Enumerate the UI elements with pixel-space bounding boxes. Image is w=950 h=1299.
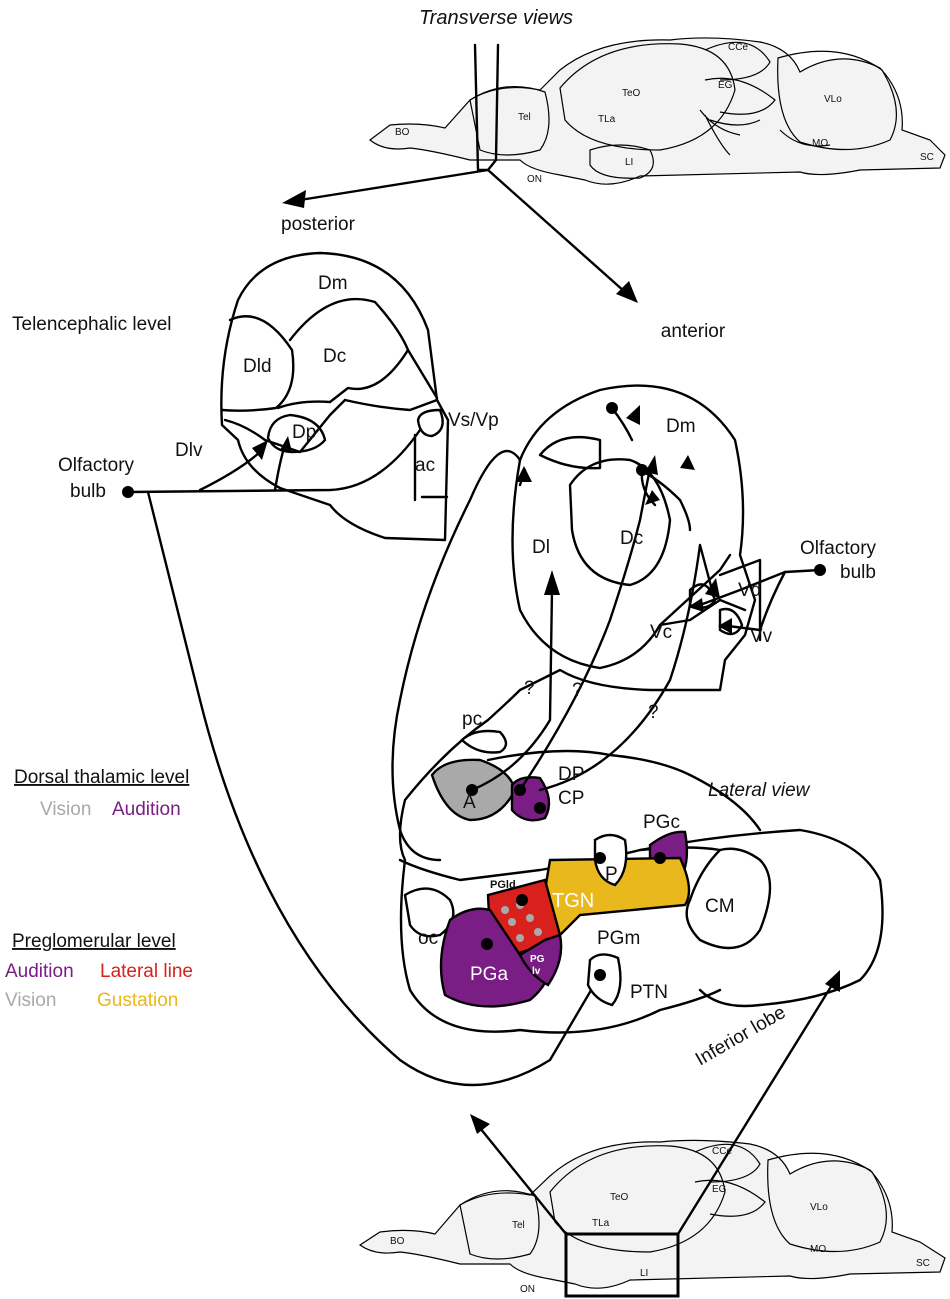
bottom-brain-lateral-drawing: TeO CCe EG VLo Tel TLa BO MO SC LI ON — [360, 1140, 945, 1296]
legend-dorsal-audition: Audition — [112, 799, 181, 820]
lat-pc: pc — [462, 709, 482, 730]
right-olfactory-label: Olfactory — [800, 538, 877, 559]
inferior-lobe-label: Inferior lobe — [692, 1002, 789, 1070]
lat-q2: ? — [572, 680, 583, 701]
tel-dm: Dm — [318, 273, 348, 294]
top-label-cce: CCe — [728, 42, 748, 53]
legend-pg-audition: Audition — [5, 961, 74, 982]
legend-pg-gustation: Gustation — [97, 990, 178, 1011]
lateral-projections — [472, 405, 826, 790]
top-label-teo: TeO — [622, 88, 641, 99]
lat-pgld: PGld — [490, 879, 516, 891]
top-label-vlo: VLo — [824, 94, 842, 105]
bottom-label-sc: SC — [916, 1258, 930, 1269]
bottom-label-on: ON — [520, 1284, 535, 1295]
top-label-eg: EG — [718, 80, 733, 91]
bottom-label-eg: EG — [712, 1184, 727, 1195]
lat-dl: Dl — [532, 537, 550, 558]
anterior-label: anterior — [661, 321, 726, 342]
lat-tgn: TGN — [552, 890, 594, 912]
lat-oc: oc — [418, 928, 438, 949]
preglomerular-title: Preglomerular level — [12, 931, 176, 952]
lat-a: A — [463, 792, 476, 813]
bottom-label-tel: Tel — [512, 1220, 525, 1231]
bottom-label-tla: TLa — [592, 1218, 610, 1229]
posterior-label: posterior — [281, 214, 356, 235]
lateral-view-title: Lateral view — [708, 780, 811, 801]
top-label-bo: BO — [395, 127, 410, 138]
lat-vc: Vc — [650, 622, 672, 643]
lat-dm: Dm — [666, 416, 696, 437]
lat-q3: ? — [648, 702, 659, 723]
right-bulb-label: bulb — [840, 562, 876, 583]
telencephalic-section: Dm Dld Dc Dp Dlv Vs/Vp ac — [175, 253, 499, 540]
left-olfactory-label: Olfactory — [58, 455, 135, 476]
tel-dlv: Dlv — [175, 440, 203, 461]
legend-dorsal-vision: Vision — [40, 799, 91, 820]
legend: Dorsal thalamic level Vision Audition Pr… — [5, 767, 193, 1011]
lat-pgc: PGc — [643, 812, 680, 833]
legend-pg-vision: Vision — [5, 990, 56, 1011]
lat-q1: ? — [524, 678, 535, 699]
tel-dld: Dld — [243, 356, 272, 377]
tel-dc: Dc — [323, 346, 346, 367]
legend-pg-lateral-line: Lateral line — [100, 961, 193, 982]
lat-p: P — [605, 864, 618, 885]
top-label-on: ON — [527, 174, 542, 185]
lat-cm: CM — [705, 896, 735, 917]
transverse-views-title: Transverse views — [419, 7, 573, 29]
bottom-label-li: LI — [640, 1268, 648, 1279]
lat-vv: Vv — [750, 626, 773, 647]
lat-dc: Dc — [620, 528, 643, 549]
bottom-label-mo: MO — [810, 1244, 826, 1255]
top-brain-lateral-drawing: TeO CCe EG VLo Tel TLa BO MO SC LI ON — [370, 38, 945, 185]
lat-vd: Vd — [738, 580, 761, 601]
lat-pglv-2: lv — [532, 966, 541, 977]
lat-cp: CP — [558, 788, 584, 809]
region-PTN — [588, 954, 620, 1005]
lat-pgm: PGm — [597, 928, 640, 949]
top-label-tla: TLa — [598, 114, 616, 125]
top-label-sc: SC — [920, 152, 934, 163]
lat-pglv-1: PG — [530, 954, 545, 965]
tel-vsvp: Vs/Vp — [448, 410, 499, 431]
bottom-label-vlo: VLo — [810, 1202, 828, 1213]
top-label-tel: Tel — [518, 112, 531, 123]
top-label-mo: MO — [812, 138, 828, 149]
bottom-label-teo: TeO — [610, 1192, 629, 1203]
region-pc — [462, 731, 506, 753]
left-bulb-label: bulb — [70, 481, 106, 502]
top-label-li: LI — [625, 157, 633, 168]
dorsal-thalamic-title: Dorsal thalamic level — [14, 767, 189, 788]
bottom-label-bo: BO — [390, 1236, 405, 1247]
telencephalic-level-title: Telencephalic level — [12, 314, 172, 335]
tel-dp: Dp — [292, 422, 316, 443]
lat-pga: PGa — [470, 964, 508, 985]
lat-dp: DP — [558, 764, 584, 785]
lat-ptn: PTN — [630, 982, 668, 1003]
tel-ac: ac — [415, 455, 435, 476]
region-CP-audition — [512, 777, 549, 820]
